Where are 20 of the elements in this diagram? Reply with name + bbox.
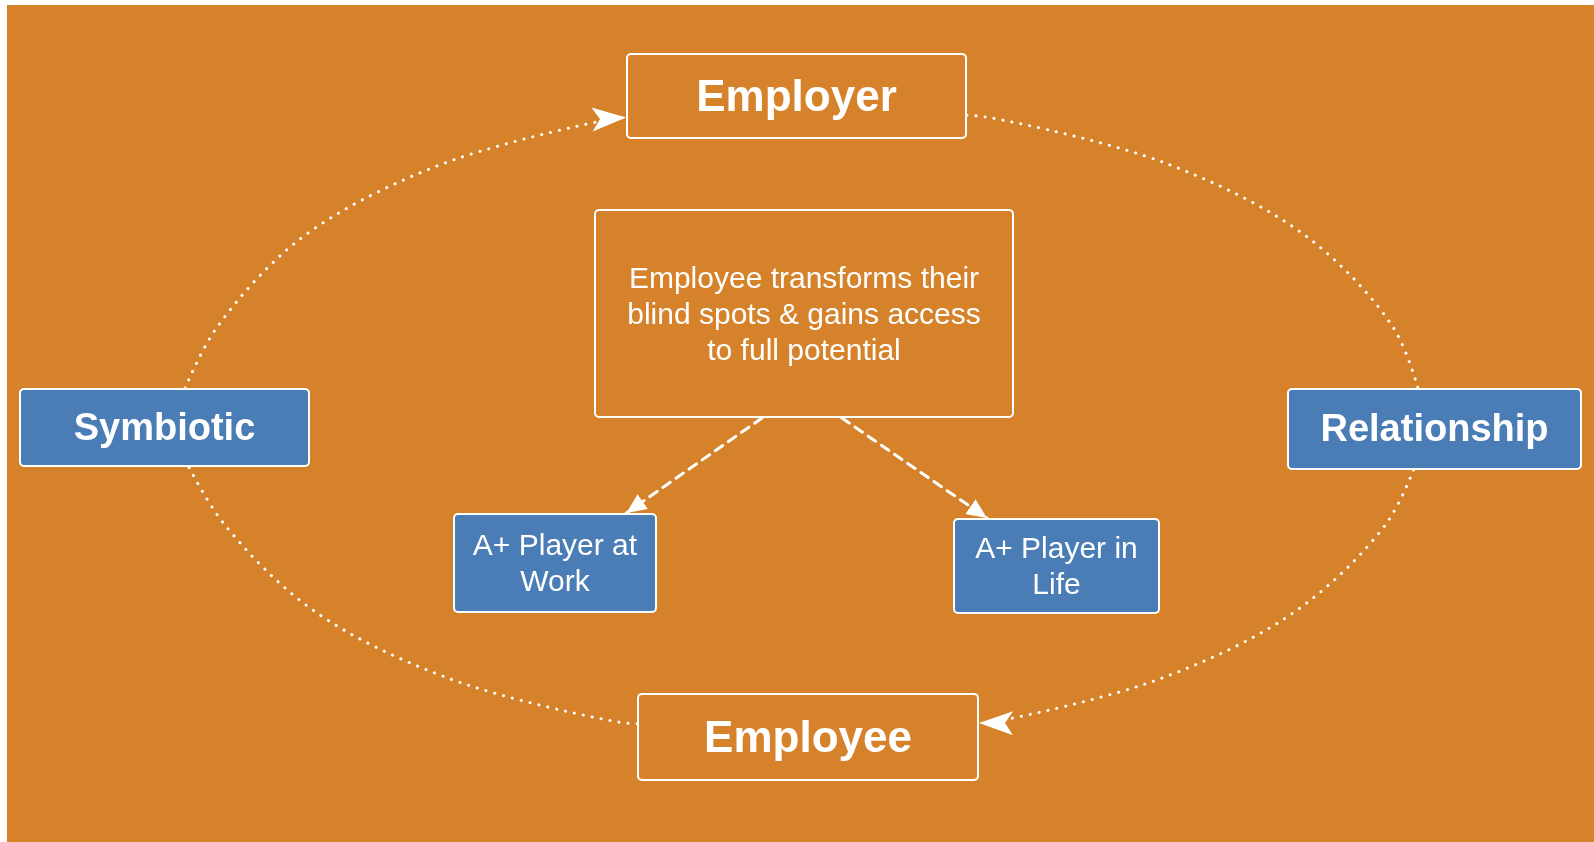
label-box	[453, 513, 657, 613]
outlined-box	[594, 209, 1014, 418]
dotted-connector	[965, 113, 1420, 390]
dotted-arrow	[977, 468, 1416, 735]
node-label: Employee	[704, 710, 912, 763]
outlined-box	[637, 693, 979, 781]
node-label: A+ Player in Life	[974, 530, 1139, 602]
node-label: Employee transforms their blind spots & gains access to full potential	[626, 259, 982, 368]
dashed-arrow	[840, 416, 989, 520]
label-box	[953, 518, 1160, 614]
dashed-arrow	[624, 416, 764, 515]
outlined-box	[626, 53, 967, 139]
node-label: A+ Player at Work	[471, 527, 639, 599]
dotted-arrow	[183, 107, 628, 390]
label-box	[19, 388, 310, 467]
node-label: Symbiotic	[73, 404, 256, 450]
dotted-connector	[187, 465, 639, 726]
label-box	[1287, 388, 1582, 470]
node-label: Employer	[696, 69, 897, 122]
node-label: Relationship	[1320, 406, 1549, 452]
